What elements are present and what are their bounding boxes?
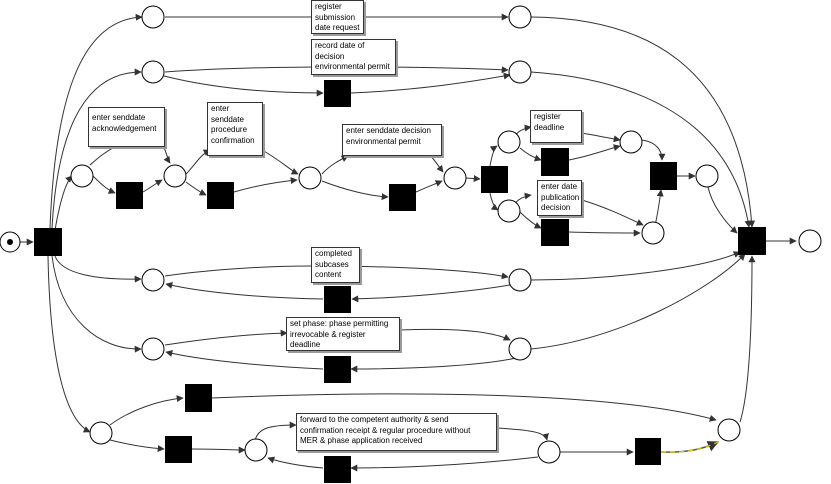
label-set-phase[interactable]: set phase: phase permitting irrevocable …: [286, 317, 400, 351]
place[interactable]: [163, 164, 187, 188]
place[interactable]: [508, 337, 532, 361]
label-line: environmental permit: [346, 136, 421, 146]
place[interactable]: [717, 418, 741, 442]
label-line: completed: [315, 249, 352, 258]
label-line: MER & phase application received: [300, 436, 423, 445]
place[interactable]: [497, 199, 521, 223]
place[interactable]: [89, 421, 113, 445]
label-line: submission: [315, 12, 356, 22]
label-line: procedure: [211, 125, 248, 134]
label-line: acknowledgement: [92, 123, 157, 133]
label-line: date request: [315, 23, 360, 32]
label-line: enter senddate decision: [346, 126, 431, 135]
transition-end[interactable]: [738, 227, 766, 255]
transition[interactable]: [541, 219, 569, 246]
label-line: set phase: phase permitting: [290, 319, 389, 328]
place[interactable]: [141, 60, 165, 84]
label-record-decision[interactable]: record date of decision environmental pe…: [311, 39, 396, 75]
transition[interactable]: [541, 148, 569, 176]
label-line: register: [534, 112, 561, 121]
label-line: subcases: [315, 259, 349, 269]
place[interactable]: [141, 5, 165, 29]
place[interactable]: [141, 268, 165, 292]
label-line: confirmation receipt & regular procedure…: [300, 425, 471, 435]
place[interactable]: [695, 164, 719, 188]
place[interactable]: [70, 164, 94, 188]
label-line: register: [315, 2, 342, 11]
place[interactable]: [443, 166, 467, 190]
label-line: decision: [315, 51, 345, 61]
label-line: deadline: [290, 340, 321, 349]
transition[interactable]: [207, 182, 234, 209]
transition-start[interactable]: [34, 228, 62, 256]
transition[interactable]: [324, 356, 351, 383]
transition[interactable]: [324, 286, 351, 313]
place[interactable]: [508, 60, 532, 84]
transition[interactable]: [389, 184, 416, 211]
label-line: decision: [541, 203, 571, 212]
transition[interactable]: [635, 438, 661, 465]
transition[interactable]: [165, 436, 192, 463]
label-line: enter: [211, 104, 230, 113]
label-register-submission[interactable]: register submission date request: [311, 0, 364, 34]
place[interactable]: [497, 130, 521, 154]
place[interactable]: [619, 130, 643, 154]
transition[interactable]: [481, 166, 508, 193]
label-line: senddate: [211, 114, 244, 124]
label-line: content: [315, 270, 342, 279]
label-completed-subcases[interactable]: completed subcases content: [311, 247, 360, 283]
place[interactable]: [508, 5, 532, 29]
place[interactable]: [508, 268, 532, 292]
place[interactable]: [244, 438, 268, 462]
transition[interactable]: [185, 384, 212, 412]
label-line: forward to the competent authority & sen…: [300, 415, 449, 424]
places: [0, 5, 822, 464]
label-line: publication: [541, 192, 580, 202]
place[interactable]: [298, 166, 322, 190]
label-enter-proc-conf[interactable]: enter senddate procedure confirmation: [207, 102, 263, 156]
place[interactable]: [537, 440, 561, 464]
label-line: irrevocable & register: [290, 329, 366, 339]
label-forward-authority[interactable]: forward to the competent authority & sen…: [296, 413, 497, 451]
label-line: enter senddate: [92, 113, 146, 122]
token: [7, 239, 13, 245]
transitions: [34, 80, 766, 483]
label-line: record date of: [315, 41, 365, 50]
label-line: enter date: [541, 182, 578, 191]
transition[interactable]: [324, 456, 351, 483]
transition[interactable]: [324, 80, 351, 107]
transition[interactable]: [650, 162, 677, 190]
place[interactable]: [641, 221, 665, 245]
place[interactable]: [141, 337, 165, 361]
place-end[interactable]: [798, 229, 822, 253]
label-line: deadline: [534, 122, 565, 132]
transition[interactable]: [116, 182, 143, 209]
label-enter-ack[interactable]: enter senddate acknowledgement: [88, 107, 165, 147]
label-line: environmental permit: [315, 62, 390, 71]
arcs: [20, 13, 797, 472]
label-line: confirmation: [211, 135, 255, 145]
label-enter-publication[interactable]: enter date publication decision: [537, 180, 582, 216]
label-register-deadline[interactable]: register deadline: [530, 110, 582, 143]
label-enter-decision-env[interactable]: enter senddate decision environmental pe…: [342, 124, 442, 156]
